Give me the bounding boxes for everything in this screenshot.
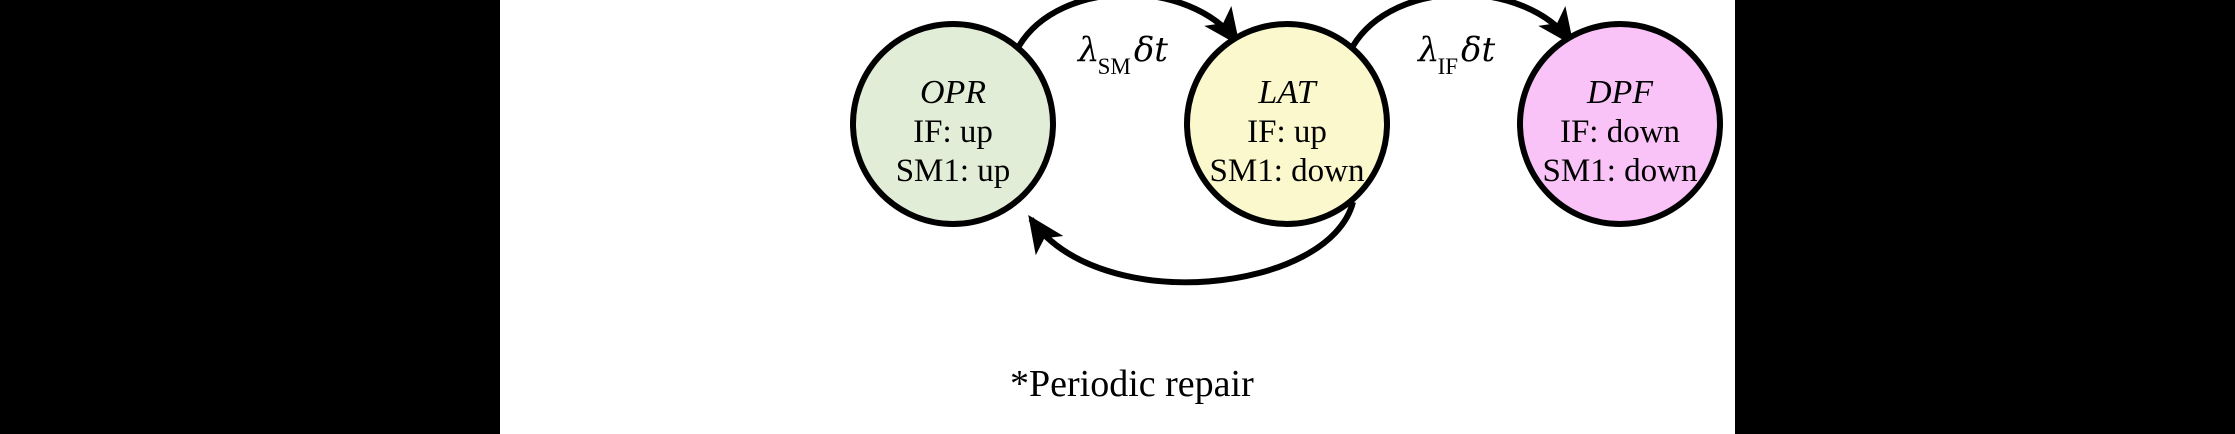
node-circle-dpf[interactable]	[1517, 21, 1723, 227]
letterbox-bar-left	[0, 0, 500, 434]
edge-lat-to-opr	[1028, 201, 1356, 286]
edge-opr-to-lat	[1016, 0, 1240, 48]
diagram-svg	[850, 0, 1723, 286]
node-circle-opr[interactable]	[850, 21, 1056, 227]
diagram-canvas: OPR IF: up SM1: up LAT IF: up SM1: down …	[500, 0, 1735, 434]
letterbox-bar-right	[1735, 0, 2235, 434]
node-circle-lat[interactable]	[1184, 21, 1390, 227]
edge-lat-to-dpf	[1350, 0, 1574, 48]
